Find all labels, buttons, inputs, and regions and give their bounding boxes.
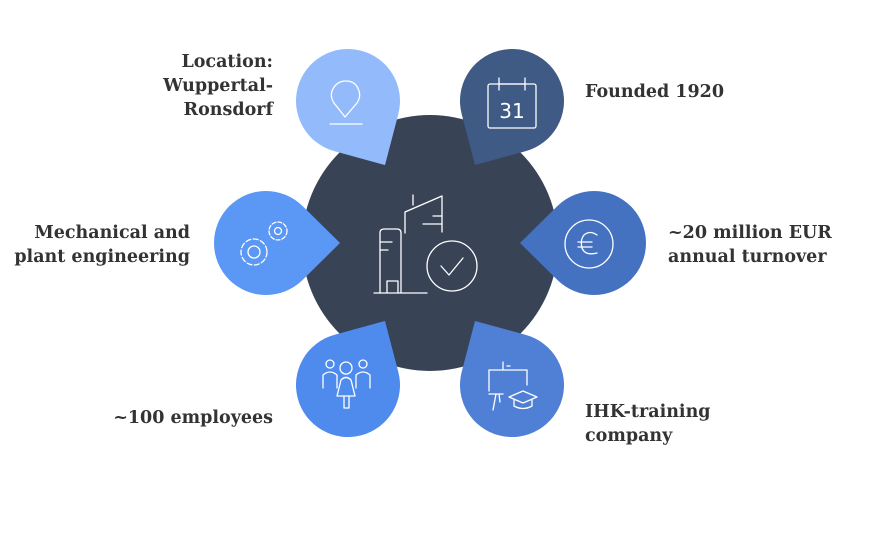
label-line: Location: xyxy=(181,52,273,72)
central-hub-circle xyxy=(302,115,558,371)
gears-icon xyxy=(240,221,288,266)
label-training: IHK-training company xyxy=(585,400,711,448)
teardrop-training xyxy=(460,320,564,438)
euro-icon xyxy=(564,219,614,269)
label-line: ~20 million EUR xyxy=(668,223,832,243)
label-founded: Founded 1920 xyxy=(585,80,724,104)
label-line: IHK-training xyxy=(585,402,711,422)
teardrop-founded xyxy=(460,48,564,166)
map-pin-icon xyxy=(329,80,363,125)
label-line: company xyxy=(585,426,673,446)
training-icon xyxy=(488,361,538,411)
label-location: Location: Wuppertal- Ronsdorf xyxy=(163,50,273,122)
label-engineering: Mechanical and plant engineering xyxy=(14,221,190,269)
label-line: Ronsdorf xyxy=(183,100,273,120)
label-employees: ~100 employees xyxy=(113,406,273,430)
teardrop-turnover xyxy=(520,191,646,295)
people-icon xyxy=(322,359,371,409)
building-check-icon xyxy=(373,194,478,294)
teardrop-location xyxy=(296,48,400,166)
label-line: plant engineering xyxy=(14,247,190,267)
teardrop-engineering xyxy=(214,191,340,295)
svg-text:31: 31 xyxy=(499,99,524,123)
label-line: Mechanical and xyxy=(34,223,190,243)
label-line: Wuppertal- xyxy=(163,76,273,96)
label-line: Founded 1920 xyxy=(585,82,724,102)
calendar-icon: 31 xyxy=(487,77,537,129)
label-line: annual turnover xyxy=(668,247,827,267)
teardrop-employees xyxy=(296,320,400,438)
label-line: ~100 employees xyxy=(113,408,273,428)
label-turnover: ~20 million EUR annual turnover xyxy=(668,221,832,269)
